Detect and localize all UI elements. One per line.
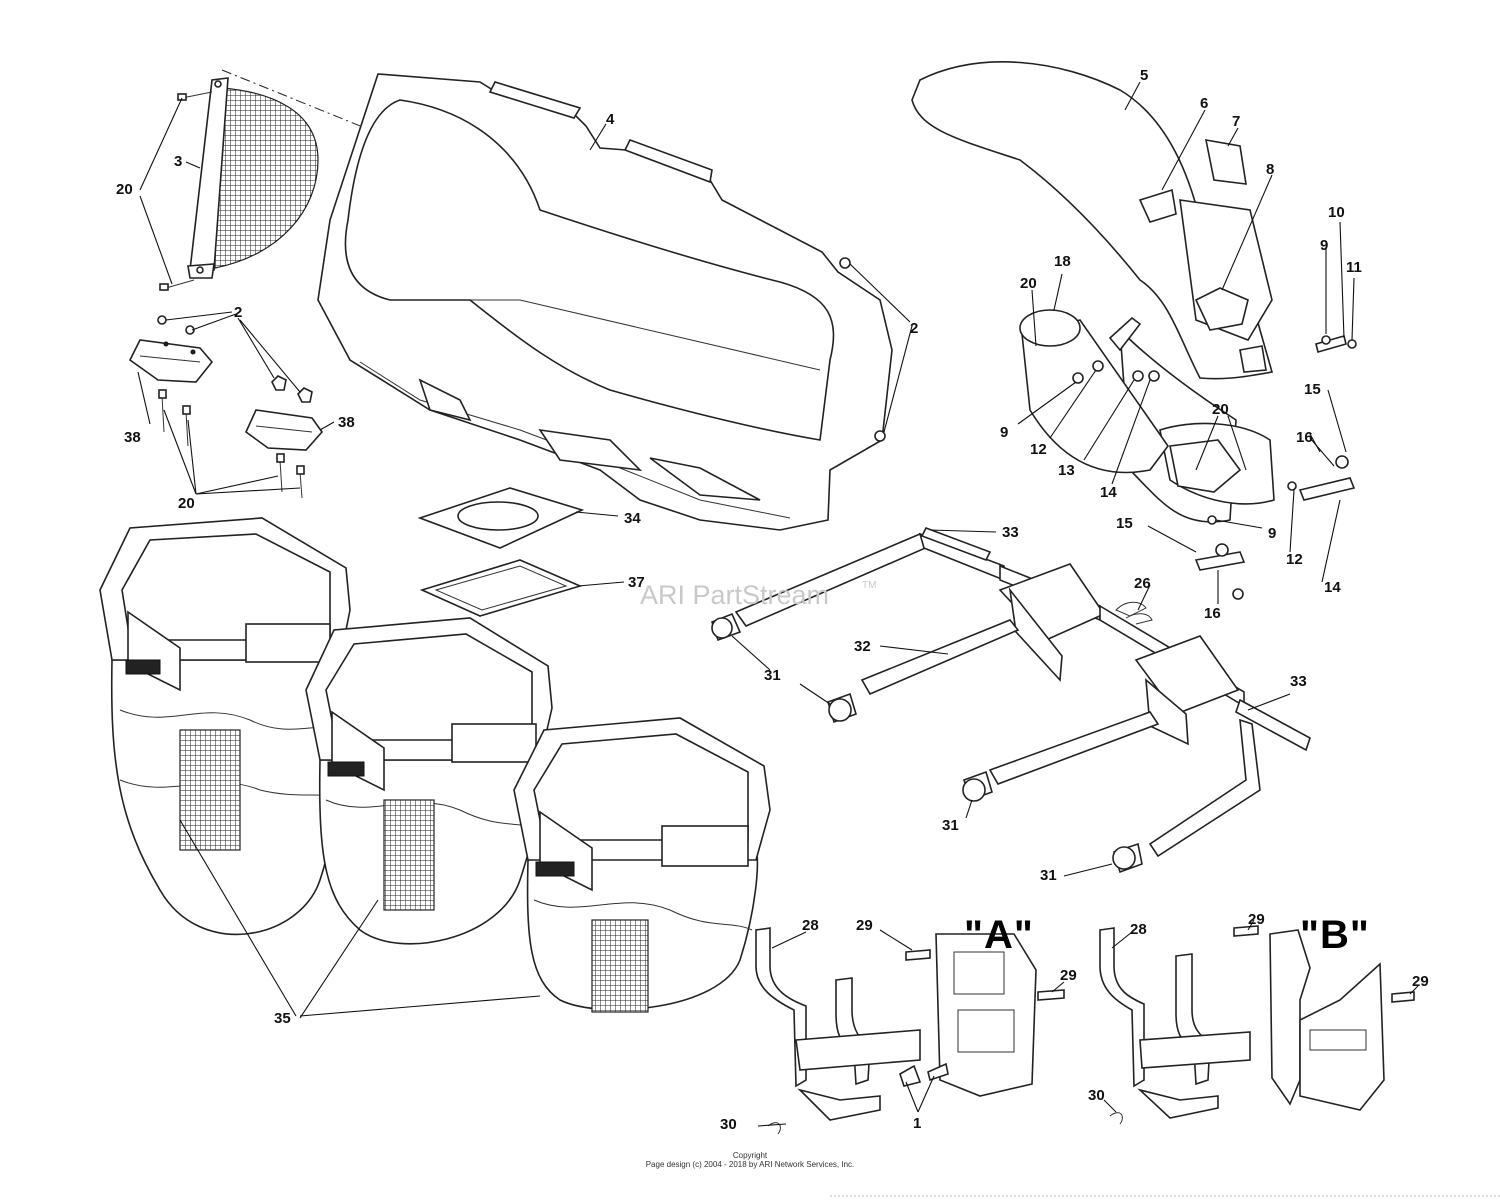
variant-b-label: "B" xyxy=(1300,913,1370,957)
callout-33: 33 xyxy=(1290,673,1307,690)
callout-34: 34 xyxy=(624,510,641,527)
callout-32: 32 xyxy=(854,638,871,655)
leader-lines xyxy=(137,81,1419,1127)
copyright-label: Copyright xyxy=(733,1151,768,1160)
callout-16: 16 xyxy=(1204,605,1221,622)
callout-31: 31 xyxy=(942,817,959,834)
variant-a-label: "A" xyxy=(964,913,1034,957)
callout-30: 30 xyxy=(720,1116,737,1133)
frame-part xyxy=(734,526,1311,858)
callout-2: 2 xyxy=(234,304,242,321)
bag-screen-part xyxy=(159,77,319,291)
callout-9: 9 xyxy=(1320,237,1328,254)
grass-bag-part-3 xyxy=(513,717,771,1013)
bracket-right-part xyxy=(245,375,324,499)
plate-part xyxy=(417,487,585,549)
callout-10: 10 xyxy=(1328,204,1345,221)
callout-labels: 1 2 2 2 3 4 5 6 7 8 9 9 9 10 11 12 12 13… xyxy=(116,67,1429,1133)
callout-1: 1 xyxy=(913,1115,921,1132)
cylinder-part xyxy=(1019,309,1169,474)
callout-20: 20 xyxy=(178,495,195,512)
mount-a-part xyxy=(755,927,1065,1135)
callout-11: 11 xyxy=(1346,259,1362,276)
callout-37: 37 xyxy=(628,574,645,591)
callout-26: 26 xyxy=(1134,575,1151,592)
callout-15: 15 xyxy=(1304,381,1321,398)
callout-8: 8 xyxy=(1266,161,1274,178)
callout-15: 15 xyxy=(1116,515,1133,532)
callout-33: 33 xyxy=(1002,524,1019,541)
callout-5: 5 xyxy=(1140,67,1148,84)
callout-12: 12 xyxy=(1030,441,1047,458)
callout-28: 28 xyxy=(802,917,819,934)
callout-28: 28 xyxy=(1130,921,1147,938)
callout-29: 29 xyxy=(1248,911,1265,928)
callout-9: 9 xyxy=(1268,525,1276,542)
callout-18: 18 xyxy=(1054,253,1071,270)
callout-2: 2 xyxy=(910,320,918,337)
callout-3: 3 xyxy=(174,153,182,170)
callout-14: 14 xyxy=(1324,579,1341,596)
callout-30: 30 xyxy=(1088,1087,1105,1104)
end-caps-part xyxy=(711,612,1143,874)
callout-20: 20 xyxy=(116,181,133,198)
callout-35: 35 xyxy=(274,1010,291,1027)
callout-6: 6 xyxy=(1200,95,1208,112)
collector-housing-part xyxy=(317,73,893,531)
callout-4: 4 xyxy=(606,111,615,128)
mount-b-part xyxy=(1099,925,1415,1125)
copyright-text: Page design (c) 2004 - 2018 by ARI Netwo… xyxy=(646,1160,855,1169)
gasket-part xyxy=(419,559,583,617)
callout-38: 38 xyxy=(338,414,355,431)
callout-12: 12 xyxy=(1286,551,1303,568)
callout-7: 7 xyxy=(1232,113,1240,130)
callout-29: 29 xyxy=(856,917,873,934)
grass-bag-part-1 xyxy=(99,517,351,936)
callout-29: 29 xyxy=(1412,973,1429,990)
callout-20: 20 xyxy=(1020,275,1037,292)
clip-part xyxy=(1115,601,1153,625)
grass-bag-part-2 xyxy=(305,617,553,945)
chute-tube-part xyxy=(911,61,1275,523)
callout-20: 20 xyxy=(1212,401,1229,418)
callout-31: 31 xyxy=(1040,867,1057,884)
callout-9: 9 xyxy=(1000,424,1008,441)
bracket-left-part xyxy=(128,315,214,447)
callout-13: 13 xyxy=(1058,462,1075,479)
callout-31: 31 xyxy=(764,667,781,684)
callout-14: 14 xyxy=(1100,484,1117,501)
callout-38: 38 xyxy=(124,429,141,446)
watermark: ARI PartStream xyxy=(640,580,829,610)
callout-16: 16 xyxy=(1296,429,1313,446)
callout-29: 29 xyxy=(1060,967,1077,984)
watermark-tm: TM xyxy=(862,580,876,591)
